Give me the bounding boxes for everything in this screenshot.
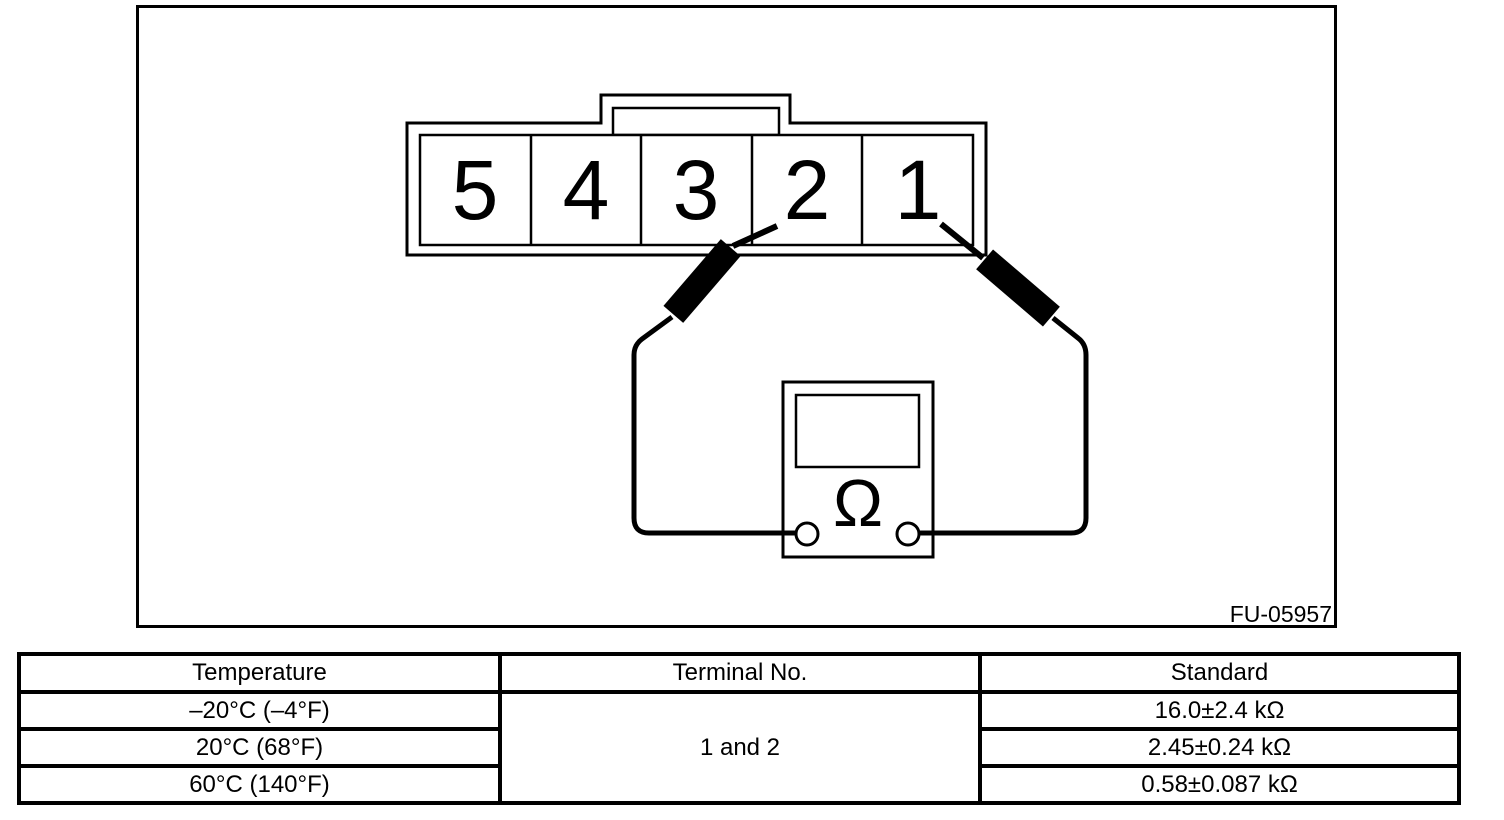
standard-cell: 16.0±2.4 kΩ xyxy=(978,690,1461,731)
terminal-label-1: 1 xyxy=(895,143,942,237)
terminal-label-2: 2 xyxy=(784,143,831,237)
standard-cell: 0.58±0.087 kΩ xyxy=(978,764,1461,805)
terminal-dividers xyxy=(529,135,864,245)
lead-wire-left xyxy=(631,314,796,536)
terminal-label-4: 4 xyxy=(563,143,610,237)
probe-body-left-icon xyxy=(663,239,741,323)
probe-tip-terminal-1 xyxy=(939,221,985,261)
ohmmeter-jack-left xyxy=(794,521,820,547)
connector-lock-tab xyxy=(611,106,781,137)
temperature-cell: 60°C (140°F) xyxy=(17,764,502,805)
resistance-measurement-diagram: 5 4 3 2 1 Ω FU-05957 xyxy=(136,5,1337,628)
temperature-cell: 20°C (68°F) xyxy=(17,727,502,768)
header-terminal-no: Terminal No. xyxy=(498,652,982,694)
table-row: –20°C (–4°F) 1 and 2 16.0±2.4 kΩ xyxy=(17,690,1461,805)
header-standard: Standard xyxy=(978,652,1461,694)
standard-cell: 2.45±0.24 kΩ xyxy=(978,727,1461,768)
ohm-symbol: Ω xyxy=(833,466,883,541)
terminal-row xyxy=(418,133,975,247)
ohmmeter-display xyxy=(794,393,921,469)
probe-body-right-icon xyxy=(976,249,1060,327)
ohmmeter-jack-right xyxy=(895,521,921,547)
resistance-spec-table: Temperature Terminal No. Standard –20°C … xyxy=(17,652,1461,805)
header-temperature: Temperature xyxy=(17,652,502,694)
table-header-row: Temperature Terminal No. Standard xyxy=(17,652,1461,694)
probe-tip-terminal-2 xyxy=(731,223,779,249)
terminal-label-5: 5 xyxy=(452,143,499,237)
terminal-label-3: 3 xyxy=(673,143,720,237)
table-row: 20°C (68°F) 2.45±0.24 kΩ xyxy=(17,727,1461,768)
temperature-cell: –20°C (–4°F) xyxy=(17,690,502,731)
lead-wire-right xyxy=(919,316,1089,536)
table-row: 60°C (140°F) 0.58±0.087 kΩ xyxy=(17,764,1461,805)
terminal-no-cell: 1 and 2 xyxy=(498,690,982,805)
figure-id-label: FU-05957 xyxy=(1230,601,1332,627)
